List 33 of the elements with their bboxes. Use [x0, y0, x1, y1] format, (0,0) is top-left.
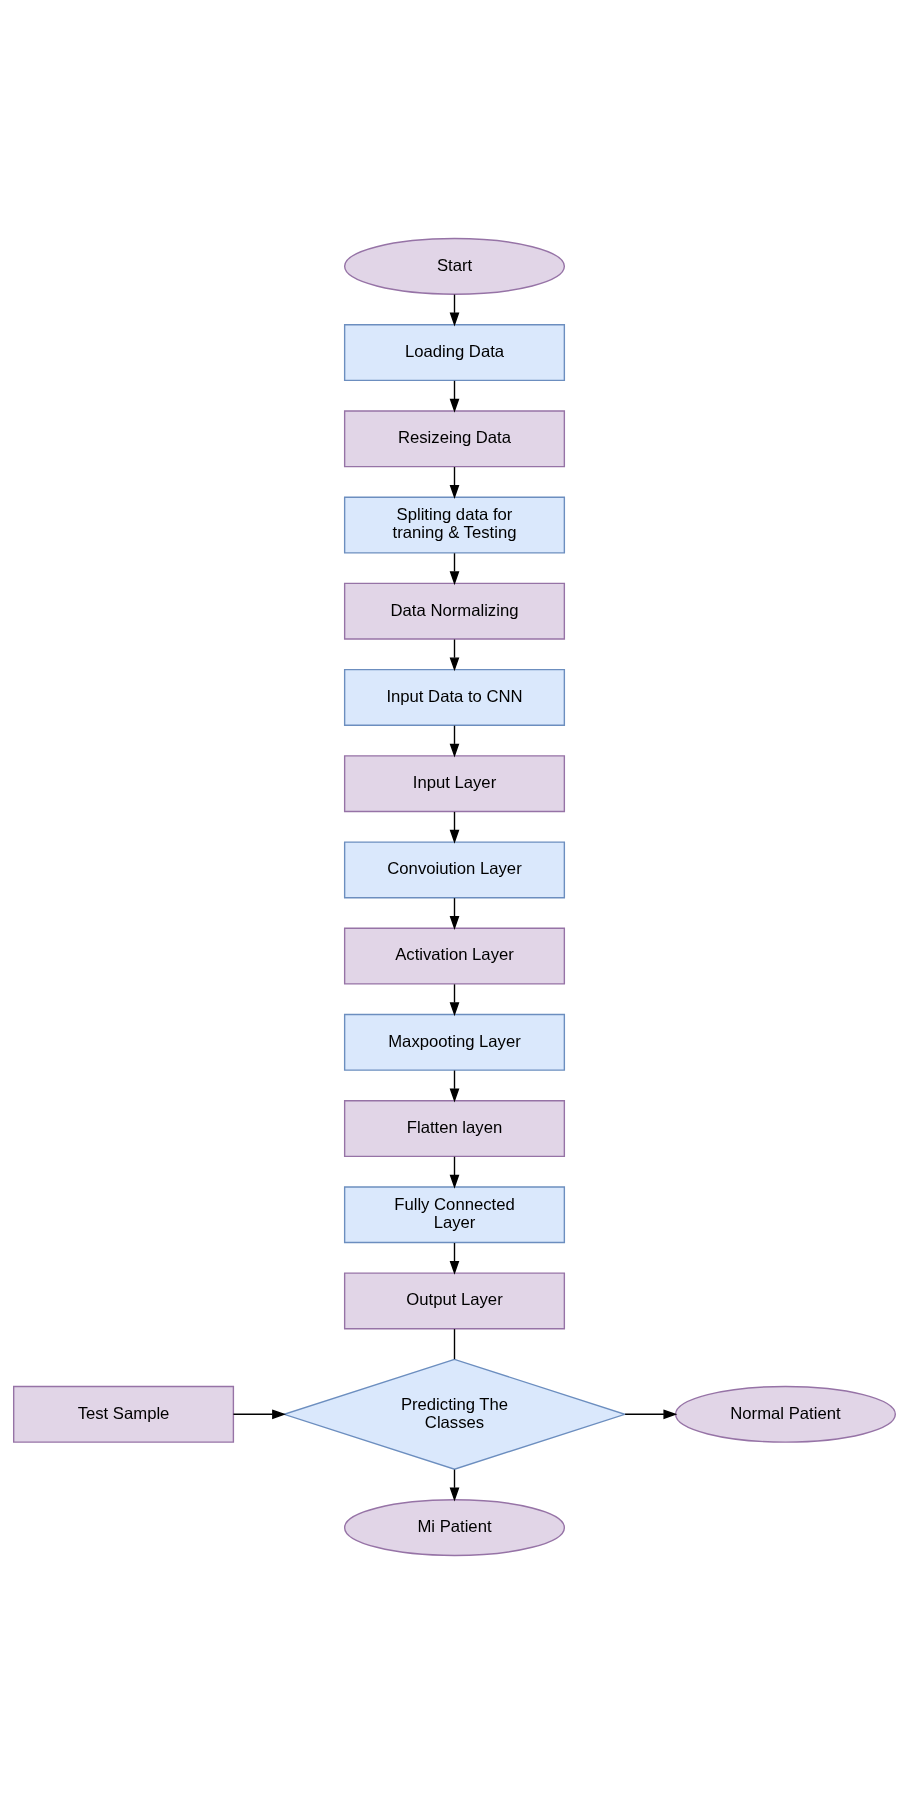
node-diamond: Predicting The Classes — [281, 1358, 628, 1470]
node-box: Resizeing Data — [343, 410, 566, 468]
arrow — [232, 1409, 287, 1420]
arrow — [449, 466, 460, 499]
arrow — [449, 897, 460, 930]
arrow — [449, 1242, 460, 1275]
node-ellipse: Mi Patient — [343, 1499, 566, 1557]
arrow — [624, 1409, 678, 1420]
connector — [453, 1328, 456, 1360]
arrow — [449, 638, 460, 672]
node-box: Input Data to CNN — [343, 668, 566, 726]
node-box: Activation Layer — [343, 927, 566, 985]
arrow — [449, 811, 460, 844]
arrow — [449, 1468, 460, 1502]
node-box: Convoiution Layer — [343, 841, 566, 899]
arrow — [449, 293, 460, 327]
node-box: Loading Data — [343, 324, 566, 382]
node-box: Test Sample — [13, 1385, 235, 1443]
node-box: Fully Connected Layer — [343, 1186, 566, 1244]
node-box: Spliting data for traning & Testing — [343, 496, 566, 554]
arrow — [449, 552, 460, 586]
node-box: Input Layer — [343, 755, 566, 813]
arrow — [449, 1069, 460, 1103]
node-box: Data Normalizing — [343, 582, 566, 640]
node-box: Flatten layen — [343, 1100, 566, 1158]
arrow — [449, 380, 460, 413]
node-box: Output Layer — [343, 1272, 566, 1330]
arrow — [449, 1156, 460, 1189]
node-ellipse: Normal Patient — [674, 1385, 896, 1443]
node-ellipse: Start — [343, 237, 566, 295]
arrow — [449, 983, 460, 1017]
arrow — [449, 725, 460, 758]
node-box: Maxpooting Layer — [343, 1013, 566, 1071]
